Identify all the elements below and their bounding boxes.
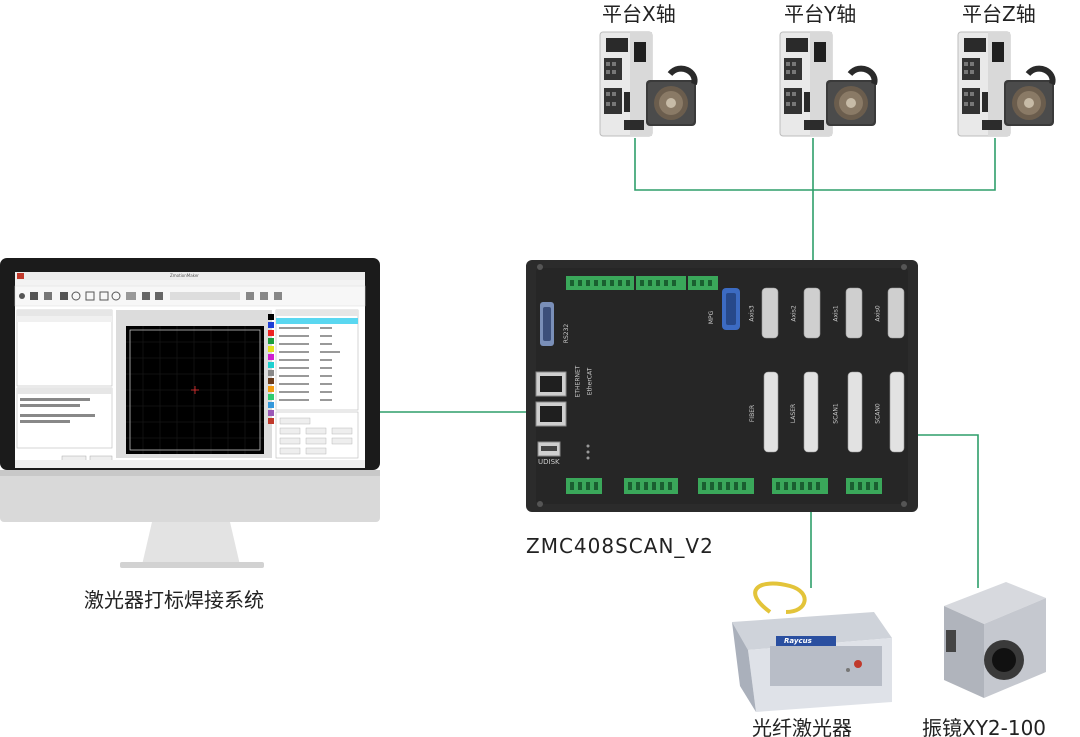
servo-z <box>958 32 1054 136</box>
port-scan0: SCAN0 <box>874 403 882 424</box>
galvo-label: 振镜XY2-100 <box>922 716 1047 737</box>
port-laser: LASER <box>790 403 798 424</box>
port-mpg: MPG <box>708 310 716 325</box>
system-label: 激光器打标焊接系统 <box>84 588 264 612</box>
axis-x-label: 平台X轴 <box>602 2 676 26</box>
line-servo-bus <box>634 138 996 191</box>
servo-x <box>600 32 696 136</box>
port-fiber: FIBER <box>749 404 757 423</box>
axis-y-label: 平台Y轴 <box>784 2 857 26</box>
laser-brand: Raycus <box>784 637 812 645</box>
galvo-scanner <box>944 582 1046 698</box>
laser-label: 光纤激光器 <box>752 716 852 737</box>
line-galvo <box>900 434 979 588</box>
monitor <box>0 258 380 568</box>
fiber-laser <box>732 581 892 712</box>
port-axis2: Axis2 <box>790 305 798 322</box>
port-axis0: Axis0 <box>874 305 882 322</box>
port-ethernet: ETHERNET <box>574 365 582 398</box>
port-rs232: RS232 <box>563 323 571 344</box>
axis-z-label: 平台Z轴 <box>962 2 1036 26</box>
port-axis3: Axis3 <box>748 305 756 322</box>
controller <box>526 260 918 512</box>
port-axis1: Axis1 <box>832 305 840 322</box>
servo-y <box>780 32 876 136</box>
port-udisk: UDISK <box>538 458 560 466</box>
software-title: ZmotionMaker <box>170 273 199 278</box>
port-scan1: SCAN1 <box>832 403 840 424</box>
controller-model-label: ZMC408SCAN_V2 <box>526 534 714 558</box>
port-ethercat: EtherCAT <box>586 367 594 396</box>
